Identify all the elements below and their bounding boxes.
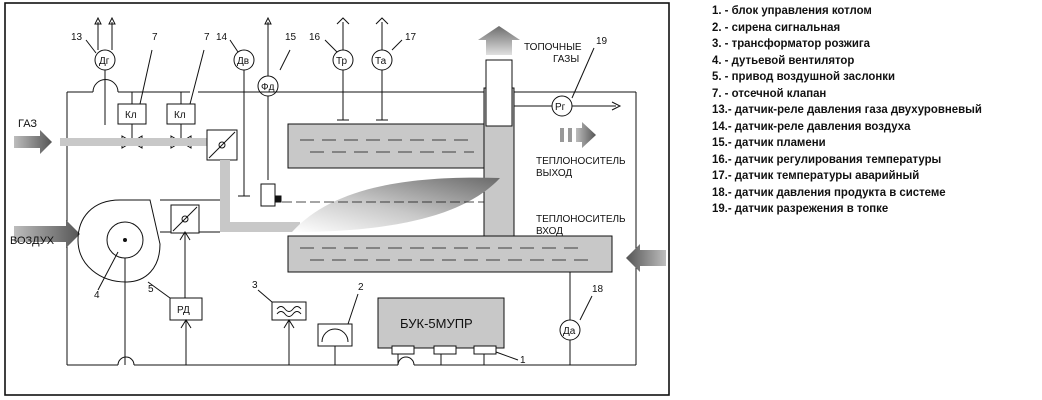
number-4: 4 <box>94 290 100 301</box>
sensor-fd-label: Фд <box>261 82 275 93</box>
coolant-out-label-2: ВЫХОД <box>536 168 572 179</box>
burner-flame <box>292 177 500 232</box>
number-7a: 7 <box>152 32 158 43</box>
boiler-automation-diagram: Дг 13 Кл Кл 7 7 ГАЗ Дв 14 <box>4 2 670 396</box>
coolant-inlet-arrow <box>626 244 666 272</box>
coolant-outlet <box>560 122 596 148</box>
legend-item-18: 18.- датчик давления продукта в системе <box>712 184 946 199</box>
sensor-tr-label: Тр <box>336 56 348 67</box>
coolant-in-label-2: ВХОД <box>536 226 563 237</box>
gas-label: ГАЗ <box>18 118 37 130</box>
number-7b: 7 <box>204 32 210 43</box>
legend-item-5: 5. - привод воздушной заслонки <box>712 69 895 83</box>
number-17: 17 <box>405 32 417 43</box>
number-3: 3 <box>252 280 258 291</box>
air-damper-drive-5 <box>147 204 203 365</box>
alarm-siren-2 <box>317 293 359 365</box>
legend-item-7: 7. - отсечной клапан <box>712 85 827 100</box>
air-label: ВОЗДУХ <box>10 235 55 247</box>
coolant-in-label-1: ТЕПЛОНОСИТЕЛЬ <box>536 214 626 225</box>
emergency-temperature-sensor-17 <box>371 17 403 121</box>
number-2: 2 <box>358 282 364 293</box>
blower-fan-4 <box>14 199 220 365</box>
sensor-ta-label: Та <box>375 56 387 67</box>
sensor-dg-label: Дг <box>99 56 110 67</box>
legend-item-13: 13.- датчик-реле давления газа двухуровн… <box>712 102 982 116</box>
gas-pressure-sensor-13 <box>85 16 119 125</box>
air-duct-horizontal <box>220 222 300 232</box>
legend-item-14: 14.- датчик-реле давления воздуха <box>712 118 911 133</box>
number-5: 5 <box>148 284 154 295</box>
air-duct-vertical <box>220 160 230 230</box>
air-pressure-sensor-14 <box>229 39 255 197</box>
number-18: 18 <box>592 284 604 295</box>
number-13: 13 <box>71 32 83 43</box>
valve-2-label: Кл <box>174 110 186 121</box>
flame-sensor-15 <box>257 16 291 207</box>
gas-pipeline <box>14 130 210 154</box>
legend-item-16: 16.- датчик регулирования температуры <box>712 151 942 166</box>
boiler-upper-water-jacket <box>287 123 485 169</box>
legend-item-15: 15.- датчик пламени <box>712 135 826 149</box>
flue-gases-label-1: ТОПОЧНЫЕ <box>524 42 582 53</box>
number-14: 14 <box>216 32 228 43</box>
flue-gas-arrow <box>478 26 520 55</box>
legend-item-1: 1. - блок управления котлом <box>712 3 872 17</box>
legend-item-17: 17.- датчик температуры аварийный <box>712 168 920 182</box>
legend-item-2: 2. - сирена сигнальная <box>712 19 841 34</box>
valve-1-label: Кл <box>125 110 137 121</box>
flue-gases-label-2: ГАЗЫ <box>553 54 579 65</box>
legend-item-19: 19.- датчик разрежения в топке <box>712 201 889 215</box>
control-unit-1 <box>377 297 519 361</box>
ignition-transformer-3 <box>257 289 307 365</box>
chimney <box>485 59 513 127</box>
sensor-rg-label: Рг <box>555 102 566 113</box>
legend-item-3: 3. - трансформатор розжига <box>712 36 870 50</box>
temperature-control-sensor-16 <box>324 17 354 121</box>
control-wiring <box>66 91 637 366</box>
shutoff-valves-7 <box>117 49 205 149</box>
sensor-dv-label: Дв <box>237 56 249 67</box>
legend-item-4: 4. - дутьевой вентилятор <box>712 52 855 67</box>
legend: 1. - блок управления котлом 2. - сирена … <box>712 2 1016 217</box>
drive-label: РД <box>177 305 190 316</box>
number-1: 1 <box>520 355 526 366</box>
boiler-lower-water-jacket <box>287 235 613 273</box>
sensor-da-label: Да <box>563 326 576 337</box>
control-unit-label: БУК-5МУПР <box>400 316 473 331</box>
draft-sensor-19 <box>514 47 622 117</box>
number-16: 16 <box>309 32 321 43</box>
diagram-frame <box>4 2 670 396</box>
system-pressure-sensor-18 <box>559 271 593 365</box>
number-19: 19 <box>596 36 608 47</box>
coolant-out-label-1: ТЕПЛОНОСИТЕЛЬ <box>536 156 626 167</box>
number-15: 15 <box>285 32 297 43</box>
